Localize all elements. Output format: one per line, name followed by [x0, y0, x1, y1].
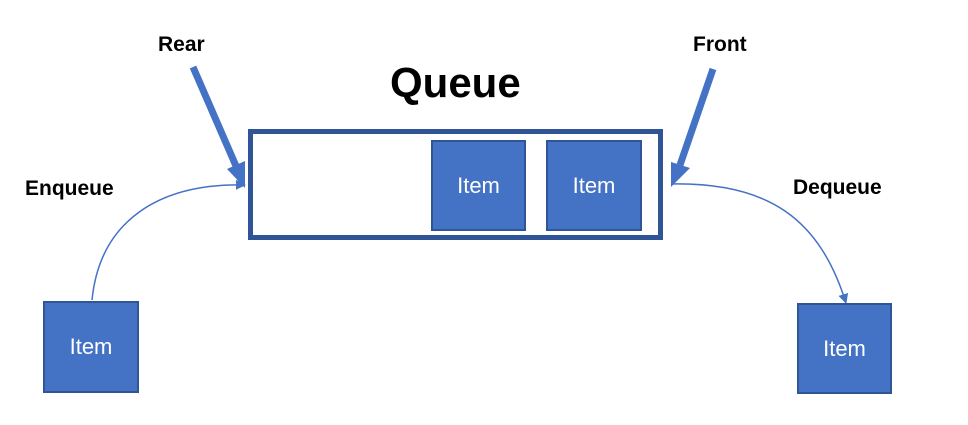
front-pointer-arrow [671, 67, 717, 187]
rear-label: Rear [158, 33, 205, 56]
diagram-title: Queue [390, 59, 521, 106]
enqueue-item: Item [43, 301, 139, 393]
enqueue-arrow [91, 179, 246, 301]
rear-pointer-arrow [189, 65, 245, 188]
dequeue-arrow [670, 183, 849, 304]
dequeue-item: Item [797, 303, 892, 394]
front-label: Front [693, 33, 747, 56]
queue-item: Item [546, 140, 642, 231]
enqueue-label: Enqueue [25, 177, 114, 200]
queue-item: Item [431, 140, 526, 231]
dequeue-label: Dequeue [793, 176, 882, 199]
